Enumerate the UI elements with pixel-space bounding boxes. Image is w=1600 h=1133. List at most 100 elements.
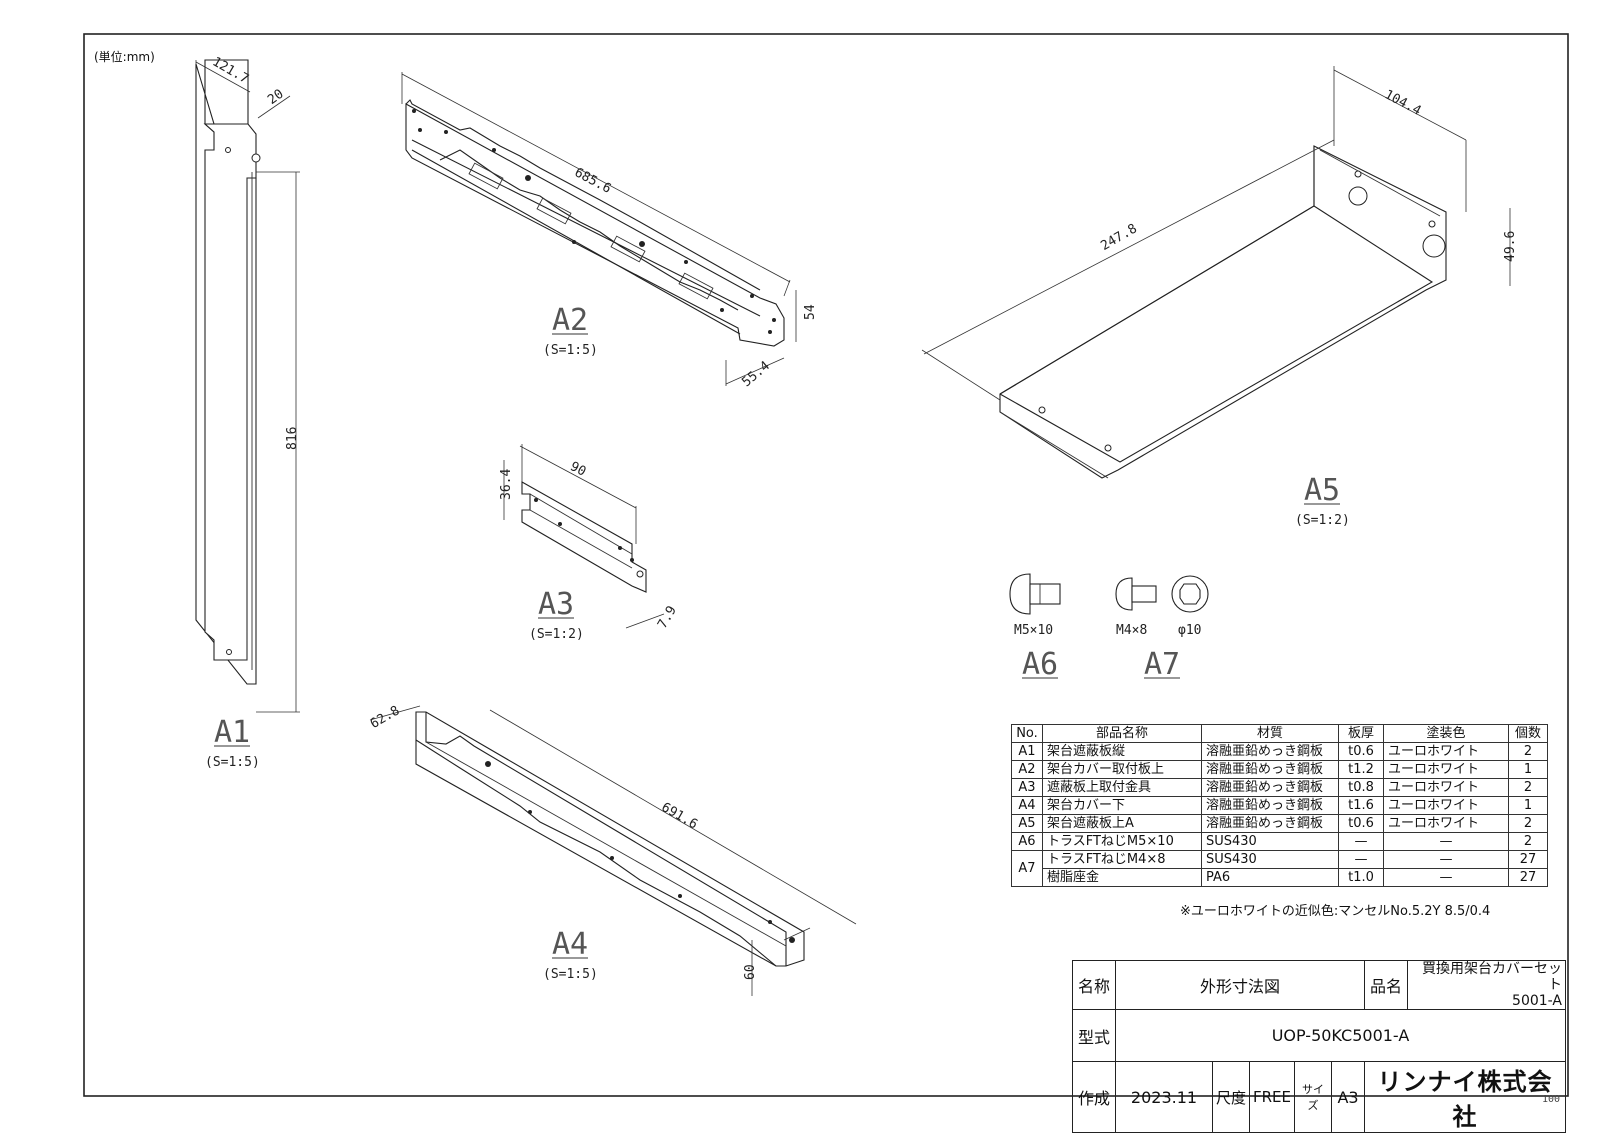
row-no: A3 [1011, 778, 1043, 797]
row-thickness: t0.8 [1338, 778, 1384, 797]
row-thickness: t1.6 [1338, 796, 1384, 815]
col-no: No. [1011, 724, 1043, 743]
a5-scale: (S=1:2) [1295, 513, 1350, 528]
row-thickness: — [1338, 832, 1384, 851]
row-qty: 2 [1508, 814, 1548, 833]
row-name: 遮蔽板上取付金具 [1042, 778, 1202, 797]
part-a6-drawing: M5×10 A6 [1009, 573, 1061, 682]
row-name: 架台遮蔽板縦 [1042, 742, 1202, 761]
a2-dim-length: 685.6 [572, 165, 614, 197]
row-name: 架台カバー取付板上 [1042, 760, 1202, 779]
parts-table: No. 部品名称 材質 板厚 塗装色 個数 A1 架台遮蔽板縦 溶融亜鉛めっき鋼… [1011, 724, 1548, 887]
row-name: 架台カバー下 [1042, 796, 1202, 815]
row-name: トラスFTねじM4×8 [1042, 850, 1202, 869]
row-qty: 1 [1508, 760, 1548, 779]
a2-dim-depth: 55.4 [739, 358, 773, 390]
row-color: ユーロホワイト [1383, 796, 1509, 815]
row-no: A4 [1011, 796, 1043, 815]
a3-dim-height: 36.4 [499, 469, 514, 500]
a5-dim-height: 49.6 [1503, 231, 1518, 262]
a7-label: A7 [1144, 647, 1180, 682]
a7-size-screw: M4×8 [1116, 623, 1147, 638]
product-label: 品名 [1364, 960, 1409, 1010]
row-material: SUS430 [1201, 832, 1339, 851]
row-thickness: t1.0 [1338, 868, 1384, 887]
row-qty: 27 [1508, 850, 1548, 869]
table-row: A6 トラスFTねじM5×10 SUS430 — — 2 [1011, 832, 1548, 851]
row-thickness: t0.6 [1338, 742, 1384, 761]
row-qty: 2 [1508, 742, 1548, 761]
row-material: 溶融亜鉛めっき鋼板 [1201, 796, 1339, 815]
table-row: A4 架台カバー下 溶融亜鉛めっき鋼板 t1.6 ユーロホワイト 1 [1011, 796, 1548, 815]
table-row: 樹脂座金 PA6 t1.0 — 27 [1012, 868, 1548, 887]
scale-label: 尺度 [1212, 1061, 1250, 1133]
name-value: 外形寸法図 [1114, 960, 1366, 1010]
row-color: ユーロホワイト [1383, 814, 1509, 833]
table-row: A5 架台遮蔽板上A 溶融亜鉛めっき鋼板 t0.6 ユーロホワイト 2 [1011, 814, 1548, 833]
row-name: 樹脂座金 [1042, 868, 1202, 887]
a4-label: A4 [552, 927, 588, 962]
col-thickness: 板厚 [1338, 724, 1384, 743]
row-qty: 2 [1508, 778, 1548, 797]
row-no: A2 [1011, 760, 1043, 779]
a3-label: A3 [538, 587, 574, 622]
a1-scale: (S=1:5) [205, 755, 260, 770]
row-color: — [1383, 850, 1509, 869]
part-a7-drawing: M4×8 φ10 A7 [1115, 575, 1209, 682]
scale-value: FREE [1248, 1061, 1296, 1133]
col-name: 部品名称 [1042, 724, 1202, 743]
table-row: A3 遮蔽板上取付金具 溶融亜鉛めっき鋼板 t0.8 ユーロホワイト 2 [1011, 778, 1548, 797]
col-color: 塗装色 [1383, 724, 1509, 743]
model-value: UOP-50KC5001-A [1115, 1009, 1566, 1062]
product-name: 買換用架台カバーセット 5001-A [1407, 960, 1566, 1010]
a3-scale: (S=1:2) [529, 627, 584, 642]
row-name: トラスFTねじM5×10 [1042, 832, 1202, 851]
row-no: A7 [1011, 850, 1043, 887]
part-a3-drawing: 90 36.4 7.9 A3 (S=1:2) [499, 444, 680, 642]
size-label: サイズ [1294, 1061, 1333, 1133]
col-qty: 個数 [1508, 724, 1548, 743]
row-material: 溶融亜鉛めっき鋼板 [1201, 778, 1339, 797]
row-no: A5 [1011, 814, 1043, 833]
name-label: 名称 [1072, 960, 1116, 1010]
row-thickness: t1.2 [1338, 760, 1384, 779]
a2-scale: (S=1:5) [543, 343, 598, 358]
a3-dim-length: 90 [567, 459, 588, 480]
row-name: 架台遮蔽板上A [1042, 814, 1202, 833]
a6-label: A6 [1022, 647, 1058, 682]
made-value: 2023.11 [1115, 1061, 1213, 1133]
size-value: A3 [1331, 1061, 1366, 1133]
a6-size: M5×10 [1014, 623, 1053, 638]
row-thickness: t0.6 [1338, 814, 1384, 833]
color-note: ※ユーロホワイトの近似色:マンセルNo.5.2Y 8.5/0.4 [1180, 904, 1491, 919]
title-block: 名称 外形寸法図 品名 買換用架台カバーセット 5001-A 型式 UOP-50… [1072, 960, 1566, 1133]
a5-dim-width: 104.4 [1382, 87, 1424, 119]
a2-dim-height: 54 [803, 304, 818, 320]
a1-dim-height: 816 [285, 427, 300, 450]
a7-size-washer: φ10 [1178, 623, 1201, 638]
a4-dim-height: 60 [743, 964, 758, 980]
product-line2: 5001-A [1512, 993, 1562, 1009]
a4-scale: (S=1:5) [543, 967, 598, 982]
row-material: 溶融亜鉛めっき鋼板 [1201, 814, 1339, 833]
part-a2-drawing: 685.6 54 55.4 A2 (S=1:5) [401, 72, 818, 390]
row-color: ユーロホワイト [1383, 742, 1509, 761]
row-thickness: — [1338, 850, 1384, 869]
table-row: A2 架台カバー取付板上 溶融亜鉛めっき鋼板 t1.2 ユーロホワイト 1 [1011, 760, 1548, 779]
row-qty: 27 [1508, 868, 1548, 887]
row-material: SUS430 [1201, 850, 1339, 869]
a1-dim-flange: 20 [265, 87, 286, 108]
unit-note: (単位:mm) [94, 50, 155, 64]
made-label: 作成 [1072, 1061, 1116, 1133]
row-color: — [1383, 832, 1509, 851]
row-no: A1 [1011, 742, 1043, 761]
a4-dim-depth: 62.8 [368, 703, 403, 732]
company-name: リンナイ株式会社 [1364, 1061, 1566, 1133]
a1-label: A1 [214, 715, 250, 750]
part-a1-drawing: 121.7 20 816 A1 (S=1:5) [195, 54, 300, 770]
row-qty: 1 [1508, 796, 1548, 815]
col-material: 材質 [1201, 724, 1339, 743]
corner-number: 100 [1542, 1094, 1561, 1105]
row-color: ユーロホワイト [1383, 778, 1509, 797]
